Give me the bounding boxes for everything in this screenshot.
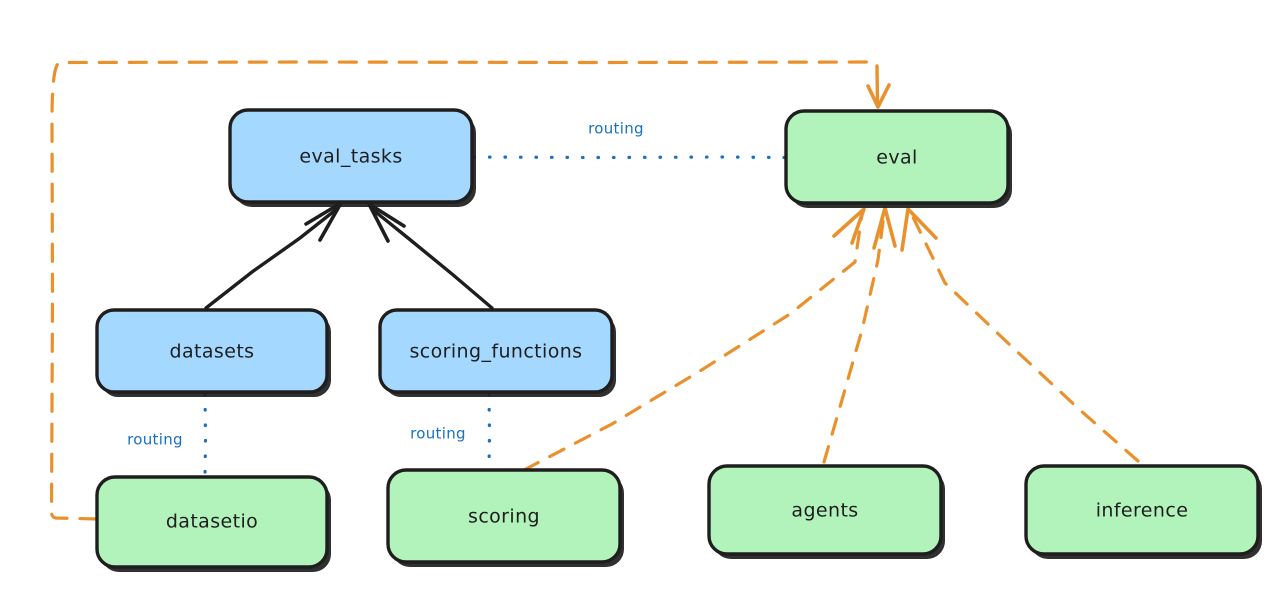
node-scoring_functions-body	[378, 308, 614, 394]
node-datasets-label: datasets	[170, 341, 255, 363]
node-inference-label: inference	[1096, 500, 1189, 522]
node-eval-label: eval	[876, 147, 917, 169]
edge-scoring-eval	[522, 207, 866, 472]
node-inference[interactable]: inference	[1024, 464, 1262, 559]
node-inference-body	[1024, 464, 1260, 556]
node-datasets-body	[95, 308, 329, 394]
node-agents-label: agents	[791, 500, 858, 522]
edge-scoring_functions-scoring	[487, 392, 492, 470]
edge-datasets-datasetio	[203, 392, 208, 477]
edge-label-routing-datasetio: routing	[127, 431, 183, 449]
edge-datasets-eval_tasks	[204, 201, 343, 310]
node-datasetio-label: datasetio	[166, 511, 258, 533]
node-agents-body	[707, 464, 943, 556]
node-eval[interactable]: eval	[784, 109, 1012, 208]
node-scoring[interactable]: scoring	[386, 468, 624, 567]
edge-eval_tasks-eval	[472, 155, 786, 160]
edge-datasetio-eval	[49, 60, 891, 521]
node-datasetio[interactable]: datasetio	[95, 475, 331, 572]
node-eval_tasks-label: eval_tasks	[299, 146, 402, 168]
node-scoring_functions[interactable]: scoring_functions	[378, 308, 616, 397]
node-scoring_functions-label: scoring_functions	[410, 341, 583, 363]
node-eval_tasks-body	[228, 108, 474, 204]
edge-agents-eval	[822, 206, 897, 464]
edge-inference-eval	[900, 207, 1140, 463]
node-eval_tasks[interactable]: eval_tasks	[228, 108, 476, 207]
node-agents[interactable]: agents	[707, 464, 945, 559]
node-datasetio-body	[95, 475, 329, 569]
node-datasets[interactable]: datasets	[95, 308, 331, 397]
node-scoring-label: scoring	[468, 506, 540, 528]
edge-scoring_functions-eval_tasks	[367, 202, 494, 310]
node-eval-body	[784, 109, 1010, 205]
edge-label-routing-eval: routing	[588, 120, 644, 138]
node-scoring-body	[386, 468, 622, 564]
edge-label-routing-scoring: routing	[410, 425, 466, 443]
